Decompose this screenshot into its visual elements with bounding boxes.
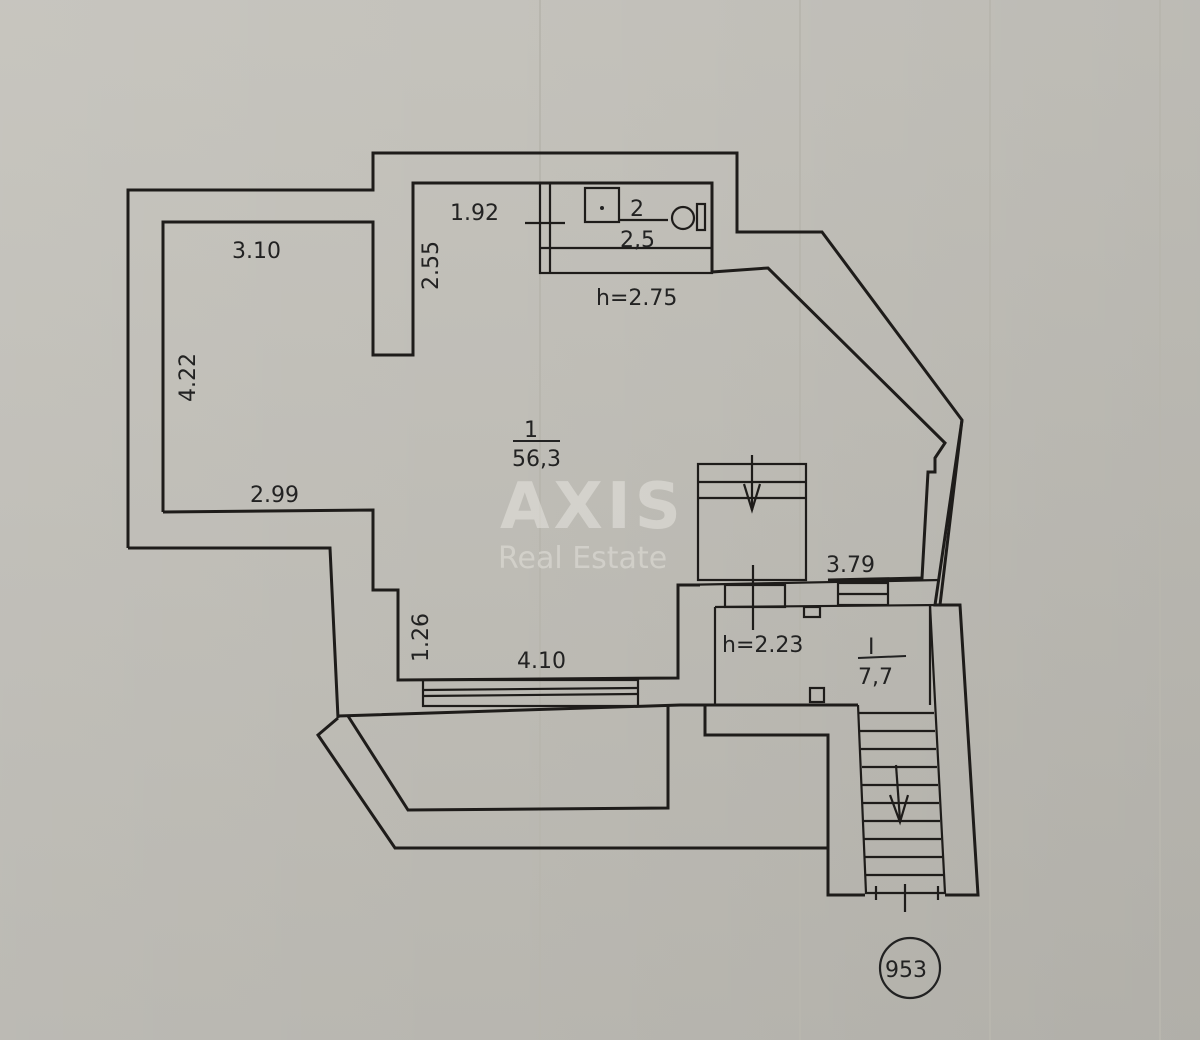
dim-right-width: 3.79 (826, 553, 875, 578)
svg-text:1: 1 (524, 418, 538, 443)
sheet-number-badge: 953 (878, 936, 942, 1000)
bathroom (525, 181, 714, 275)
sink-icon (583, 186, 621, 224)
dim-lower-left-width: 2.99 (250, 483, 299, 508)
watermark: AXIS Real Estate (498, 470, 685, 576)
svg-text:AXIS: AXIS (500, 470, 685, 544)
background-grid (539, 0, 1161, 1040)
room-2-label: 2 2,5 (620, 197, 655, 253)
dim-left-height: 4.22 (176, 353, 201, 402)
room-I-label: I 7,7 h=2.23 (722, 633, 907, 690)
dim-bath-width: 1.92 (450, 201, 499, 226)
dim-top-left-width: 3.10 (232, 239, 281, 264)
svg-text:2: 2 (630, 197, 644, 222)
window-bottom (421, 678, 640, 708)
stair-lower-arrow-icon (888, 794, 910, 826)
room-1-label: 1 56,3 h=2.75 (512, 286, 677, 472)
dimension-labels: 3.10 1.92 2.55 4.22 2.99 1.26 4.10 3.79 (176, 201, 875, 674)
svg-text:I: I (868, 635, 875, 660)
svg-text:56,3: 56,3 (512, 447, 561, 472)
svg-text:Real Estate: Real Estate (498, 541, 667, 576)
dim-niche-height: 2.55 (419, 241, 444, 290)
room-I-height: h=2.23 (722, 633, 803, 658)
dim-bottom-width: 4.10 (517, 649, 566, 674)
stair-lower (856, 604, 947, 912)
svg-text:7,7: 7,7 (858, 665, 893, 690)
svg-text:953: 953 (885, 958, 927, 983)
toilet-icon (670, 205, 696, 231)
dim-step-height: 1.26 (409, 613, 434, 662)
svg-text:2,5: 2,5 (620, 228, 655, 253)
stair-down-arrow-icon (742, 483, 762, 514)
door-openings (677, 565, 941, 705)
room-1-height: h=2.75 (596, 286, 677, 311)
stair-upper (696, 455, 808, 582)
